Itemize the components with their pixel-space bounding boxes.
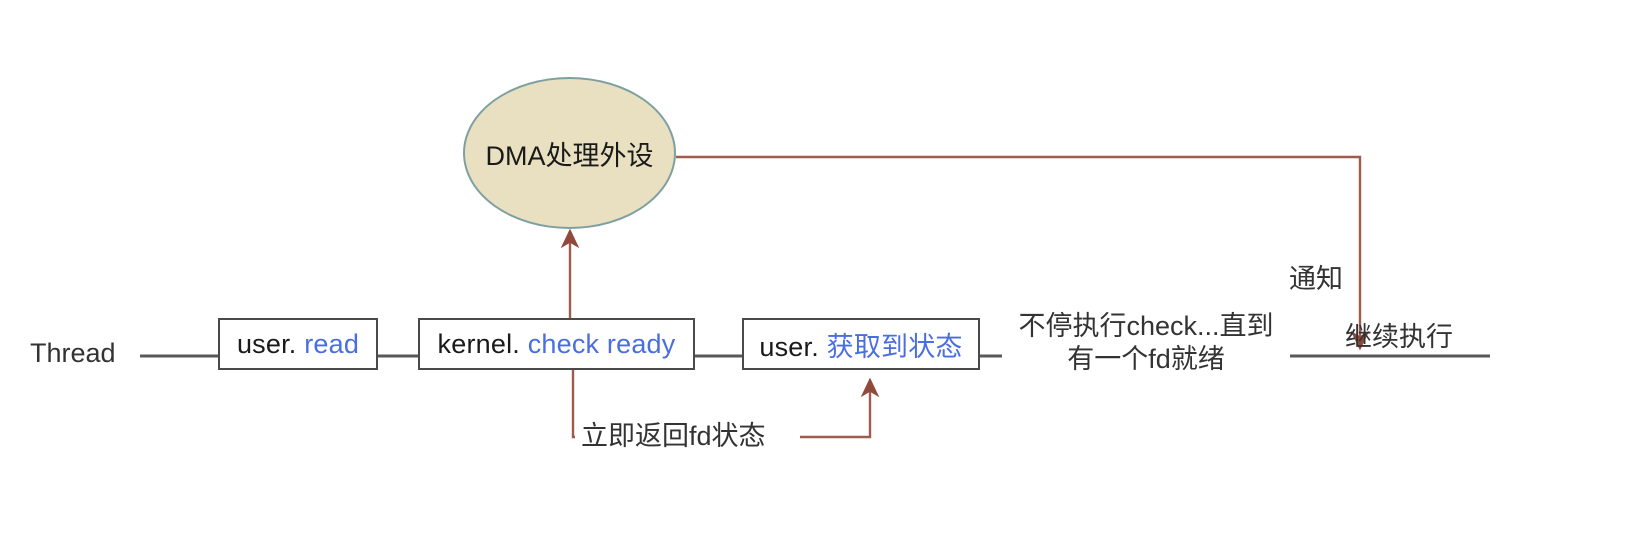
- node-user-status-accent: 获取到状态: [826, 331, 963, 362]
- edge-label-return-fd-status: 立即返回fd状态: [575, 420, 772, 454]
- node-kernel-check-ready-label: kernel. check ready: [438, 329, 676, 360]
- node-kernel-accent: check ready: [527, 328, 676, 359]
- node-kernel-prefix: kernel.: [437, 328, 528, 359]
- node-dma-ellipse[interactable]: DMA处理外设: [463, 77, 676, 229]
- arrow-dma-notify: [676, 155, 1370, 351]
- annotation-loop-check-line2: 有一个fd就绪: [1067, 344, 1225, 375]
- node-kernel-check-ready[interactable]: kernel. check ready: [418, 318, 695, 370]
- node-user-read-prefix: user.: [236, 328, 305, 359]
- node-user-read-accent: read: [304, 328, 360, 359]
- thread-axis-label: Thread: [30, 338, 116, 368]
- node-user-read-label: user. read: [237, 329, 359, 360]
- annotation-loop-check: 不停执行check...直到 有一个fd就绪: [1010, 310, 1282, 377]
- node-dma-label: DMA处理外设: [485, 140, 654, 171]
- node-user-get-status-label: user. 获取到状态: [759, 325, 962, 364]
- arrow-return-fd-right: [800, 377, 880, 439]
- edge-label-notify: 通知: [1285, 263, 1347, 297]
- annotation-continue-exec: 继续执行: [1345, 322, 1453, 352]
- node-user-read[interactable]: user. read: [218, 318, 378, 370]
- annotation-loop-check-line1: 不停执行check...直到: [1018, 311, 1274, 341]
- node-user-get-status[interactable]: user. 获取到状态: [742, 318, 980, 370]
- node-user-status-prefix: user.: [759, 331, 827, 362]
